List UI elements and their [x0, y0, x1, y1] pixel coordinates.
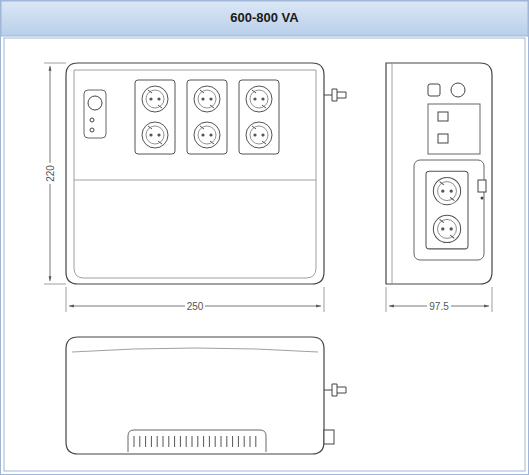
vent-slot — [180, 436, 181, 447]
vent-slot — [174, 436, 175, 447]
vent-slot — [139, 436, 140, 447]
vent-slot — [134, 436, 135, 447]
vent-slot — [168, 436, 169, 447]
vent-slot — [232, 436, 233, 447]
vent-slot — [250, 436, 251, 447]
vent-slot — [244, 436, 245, 447]
dimension-label: 220 — [45, 163, 56, 184]
vent-slot — [192, 436, 193, 447]
vent-slot — [151, 436, 152, 447]
vent-slot — [215, 436, 216, 447]
vent-slot — [197, 436, 198, 447]
vent-slot — [255, 436, 256, 447]
dimension-label: 97.5 — [427, 301, 450, 312]
vent-slot — [226, 436, 227, 447]
dimension-label: 250 — [185, 301, 206, 312]
vent-slot — [163, 436, 164, 447]
vent-slot — [145, 436, 146, 447]
vent-slot — [157, 436, 158, 447]
vent-slot — [186, 436, 187, 447]
vent-slot — [221, 436, 222, 447]
header-title: 600-800 VA — [0, 0, 529, 36]
vent-slot — [203, 436, 204, 447]
vent-slot — [209, 436, 210, 447]
vent-slot — [238, 436, 239, 447]
